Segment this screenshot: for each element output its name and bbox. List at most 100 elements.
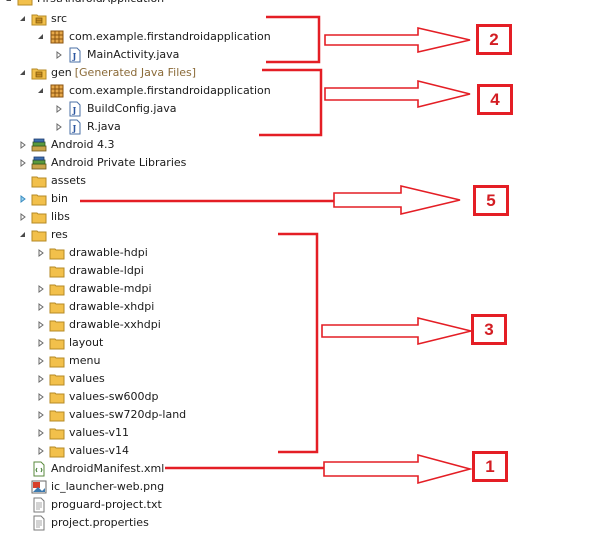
collapse-arrow-icon[interactable] [36,28,46,46]
collapse-arrow-icon[interactable] [18,10,28,28]
expand-arrow-icon[interactable] [36,352,46,370]
tree-item-main-activity[interactable]: J MainActivity.java [54,46,179,64]
package-icon [49,83,65,99]
tree-item-bin[interactable]: bin [18,190,68,208]
collapse-arrow-icon[interactable] [18,64,28,82]
expand-arrow-icon[interactable] [36,280,46,298]
tree-item-assets[interactable]: assets [18,172,86,190]
tree-item-label: MainActivity.java [87,48,180,61]
tree-item-res-child[interactable]: drawable-xxhdpi [36,316,161,334]
tree-item-src[interactable]: src [18,10,67,28]
tree-item-gen-package[interactable]: com.example.firstandroidapplication [36,82,271,100]
folder-icon [49,353,65,369]
tree-item-private-libraries[interactable]: Android Private Libraries [18,154,186,172]
tree-item-proguard[interactable]: proguard-project.txt [18,496,162,514]
annotation-badge-2: 2 [476,24,512,55]
folder-icon [31,191,47,207]
annotation-badge-3: 3 [471,314,507,345]
tree-item-res-child[interactable]: drawable-hdpi [36,244,148,262]
expand-arrow-icon[interactable] [36,388,46,406]
expand-arrow-icon[interactable] [54,46,64,64]
tree-item-res-child[interactable]: values-v11 [36,424,129,442]
svg-text:J: J [72,105,77,115]
expand-arrow-icon[interactable] [36,406,46,424]
tree-item-label: FirstAndroidApplication [37,0,164,8]
tree-item-libs[interactable]: libs [18,208,70,226]
annotation-badge-4: 4 [477,84,513,115]
expand-arrow-icon[interactable] [36,316,46,334]
tree-item-label: AndroidManifest.xml [51,462,165,475]
tree-item-label: layout [69,336,104,349]
tree-item-label: proguard-project.txt [51,498,162,511]
tree-item-res-child[interactable]: menu [36,352,100,370]
tree-item-res-child[interactable]: drawable-mdpi [36,280,152,298]
tree-item-build-config[interactable]: J BuildConfig.java [54,100,176,118]
tree-item-label: project.properties [51,516,149,529]
folder-icon [31,173,47,189]
svg-text:J: J [72,123,77,133]
tree-item-label: com.example.firstandroidapplication [69,30,271,43]
tree-item-res[interactable]: res [18,226,68,244]
library-icon [31,155,47,171]
tree-item-label: values-v14 [69,444,129,457]
tree-item-label: com.example.firstandroidapplication [69,84,271,97]
text-file-icon [31,497,47,513]
tree-item-label: drawable-xhdpi [69,300,155,313]
tree-item-project-properties[interactable]: project.properties [18,514,149,532]
tree-item-res-child[interactable]: values-v14 [36,442,129,460]
expand-arrow-icon[interactable] [36,370,46,388]
collapse-arrow-icon[interactable] [4,0,14,8]
expand-arrow-icon[interactable] [18,136,28,154]
tree-item-gen[interactable]: gen [Generated Java Files] [18,64,196,82]
tree-item-decorator: [Generated Java Files] [74,66,197,79]
tree-item-project[interactable]: FirstAndroidApplication [4,0,164,8]
folder-icon [49,263,65,279]
badge-number: 5 [486,190,496,210]
expand-arrow-icon[interactable] [54,118,64,136]
source-folder-icon [31,65,47,81]
folder-icon [49,245,65,261]
tree-item-launcher-png[interactable]: ic_launcher-web.png [18,478,164,496]
tree-item-android-library[interactable]: Android 4.3 [18,136,115,154]
folder-icon [49,299,65,315]
tree-item-label: drawable-ldpi [69,264,144,277]
tree-item-res-child[interactable]: layout [36,334,103,352]
expand-arrow-icon[interactable] [36,442,46,460]
tree-item-manifest[interactable]: AndroidManifest.xml [18,460,164,478]
expand-arrow-icon[interactable] [36,298,46,316]
package-icon [49,29,65,45]
folder-icon [31,209,47,225]
expand-arrow-icon[interactable] [54,100,64,118]
collapse-arrow-icon[interactable] [18,226,28,244]
tree-item-label: libs [51,210,70,223]
tree-item-label: drawable-hdpi [69,246,148,259]
folder-icon [49,389,65,405]
library-icon [31,137,47,153]
tree-item-label: Android 4.3 [51,138,115,151]
tree-item-res-child[interactable]: values-sw600dp [36,388,158,406]
folder-icon [49,371,65,387]
tree-item-src-package[interactable]: com.example.firstandroidapplication [36,28,271,46]
expand-arrow-icon[interactable] [18,154,28,172]
tree-item-label: values-v11 [69,426,129,439]
expand-arrow-icon[interactable] [36,244,46,262]
tree-item-res-child[interactable]: drawable-ldpi [36,262,144,280]
expand-arrow-icon[interactable] [18,208,28,226]
expand-arrow-icon[interactable] [18,190,28,208]
badge-number: 1 [485,456,495,476]
tree-item-res-child[interactable]: drawable-xhdpi [36,298,154,316]
tree-item-label: bin [51,192,69,205]
collapse-arrow-icon[interactable] [36,82,46,100]
tree-item-label: R.java [87,120,121,133]
annotation-badge-1: 1 [472,451,508,482]
expand-arrow-icon[interactable] [36,334,46,352]
svg-text:J: J [72,51,77,61]
tree-item-label: values-sw720dp-land [69,408,187,421]
tree-item-res-child[interactable]: values-sw720dp-land [36,406,186,424]
folder-icon [49,317,65,333]
tree-item-label: ic_launcher-web.png [51,480,165,493]
expand-arrow-icon[interactable] [36,424,46,442]
tree-item-r-java[interactable]: J R.java [54,118,121,136]
tree-item-res-child[interactable]: values [36,370,105,388]
